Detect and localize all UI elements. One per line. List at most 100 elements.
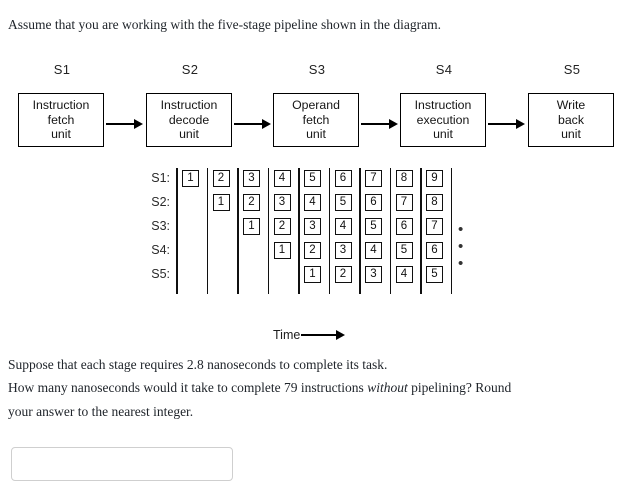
timing-cell: 5 bbox=[365, 218, 382, 235]
timing-column-divider bbox=[206, 168, 209, 294]
arrow-s3-to-s4-icon bbox=[361, 119, 401, 129]
timing-cell: 9 bbox=[426, 170, 443, 187]
stage-s5-line1: Write bbox=[556, 98, 586, 113]
timing-column-divider bbox=[389, 168, 392, 294]
timing-cell: 1 bbox=[304, 266, 321, 283]
time-arrow-shaft-icon bbox=[301, 334, 338, 336]
time-axis-label: Time bbox=[273, 328, 301, 342]
timing-cell: 4 bbox=[304, 194, 321, 211]
stage-s2-line1: Instruction bbox=[160, 98, 218, 113]
timing-row-label-s1: S1: bbox=[151, 171, 170, 185]
pipeline-stage-s3: S3 Operand fetch unit bbox=[273, 62, 401, 157]
stage-label-s1: S1 bbox=[53, 62, 71, 77]
timing-column-divider bbox=[176, 168, 178, 294]
timing-column-divider bbox=[237, 168, 239, 294]
timing-row-label-s2: S2: bbox=[151, 195, 170, 209]
time-arrow-head-icon bbox=[336, 330, 346, 340]
timing-cell: 2 bbox=[334, 266, 352, 283]
stage-s3-line3: unit bbox=[306, 127, 326, 142]
timing-cell: 6 bbox=[426, 242, 443, 259]
timing-cell: 4 bbox=[395, 266, 413, 283]
timing-cell: 2 bbox=[273, 218, 291, 235]
stage-box-s1: Instruction fetch unit bbox=[18, 93, 104, 147]
pipeline-stage-s5: S5 Write back unit bbox=[528, 62, 621, 157]
question-line-1: Suppose that each stage requires 2.8 nan… bbox=[8, 357, 388, 372]
timing-column-divider bbox=[359, 168, 361, 294]
timing-row-label-s3: S3: bbox=[151, 219, 170, 233]
timing-ellipsis: • • • bbox=[458, 221, 466, 272]
stage-label-s3: S3 bbox=[308, 62, 326, 77]
stage-label-s5: S5 bbox=[563, 62, 581, 77]
stage-box-s3: Operand fetch unit bbox=[273, 93, 359, 147]
timing-cell: 2 bbox=[212, 170, 230, 187]
timing-cell: 1 bbox=[212, 194, 230, 211]
timing-cell: 5 bbox=[426, 266, 443, 283]
stage-s4-line1: Instruction bbox=[414, 98, 472, 113]
stage-s5-line2: back bbox=[558, 112, 584, 127]
stage-s2-line3: unit bbox=[179, 127, 199, 142]
question-line-2: How many nanoseconds would it take to co… bbox=[8, 380, 511, 396]
timing-column-divider bbox=[450, 168, 453, 294]
timing-cell: 4 bbox=[273, 170, 291, 187]
stage-s3-line1: Operand bbox=[292, 98, 340, 113]
stage-box-s4: Instruction execution unit bbox=[400, 93, 486, 147]
timing-cell: 3 bbox=[273, 194, 291, 211]
stage-label-s4: S4 bbox=[435, 62, 453, 77]
question-line-3: your answer to the nearest integer. bbox=[8, 404, 194, 419]
stage-s5-line3: unit bbox=[561, 127, 581, 142]
stage-s1-line3: unit bbox=[51, 127, 71, 142]
pipeline-stage-diagram: S1 Instruction fetch unit S2 Instruction… bbox=[0, 62, 621, 157]
question-line-2-after: pipelining? Round bbox=[407, 380, 512, 395]
timing-cell: 6 bbox=[365, 194, 382, 211]
arrow-s1-to-s2-icon bbox=[106, 119, 146, 129]
timing-cell: 7 bbox=[365, 170, 382, 187]
timing-cell: 4 bbox=[365, 242, 382, 259]
timing-column-divider bbox=[328, 168, 331, 294]
stage-box-s5: Write back unit bbox=[528, 93, 614, 147]
timing-cell: 7 bbox=[426, 218, 443, 235]
timing-cell: 3 bbox=[304, 218, 321, 235]
stage-label-s2: S2 bbox=[181, 62, 199, 77]
time-axis: Time bbox=[273, 327, 346, 343]
stage-s2-line2: decode bbox=[168, 112, 210, 127]
question-line-2-before: How many nanoseconds would it take to co… bbox=[8, 380, 368, 395]
stage-s4-line3: unit bbox=[433, 127, 453, 142]
timing-cell: 3 bbox=[243, 170, 260, 187]
timing-row-label-s4: S4: bbox=[151, 243, 170, 257]
timing-column-divider bbox=[298, 168, 300, 294]
timing-column-divider bbox=[267, 168, 270, 294]
answer-input[interactable] bbox=[11, 447, 233, 481]
timing-cell: 7 bbox=[395, 194, 413, 211]
timing-cell: 3 bbox=[334, 242, 352, 259]
timing-cell: 8 bbox=[395, 170, 413, 187]
stage-s3-line2: fetch bbox=[302, 112, 330, 127]
stage-s1-line1: Instruction bbox=[32, 98, 90, 113]
timing-cell: 5 bbox=[304, 170, 321, 187]
timing-column-divider bbox=[420, 168, 422, 294]
timing-cell: 6 bbox=[334, 170, 352, 187]
pipeline-stage-s1: S1 Instruction fetch unit bbox=[18, 62, 146, 157]
timing-cell: 6 bbox=[395, 218, 413, 235]
question-line-2-italic: without bbox=[367, 380, 408, 395]
timing-cell: 3 bbox=[365, 266, 382, 283]
stage-s4-line2: execution bbox=[416, 112, 470, 127]
pipeline-stage-s4: S4 Instruction execution unit bbox=[400, 62, 528, 157]
intro-text: Assume that you are working with the fiv… bbox=[8, 17, 442, 32]
timing-cell: 2 bbox=[243, 194, 260, 211]
timing-row-label-s5: S5: bbox=[151, 267, 170, 281]
stage-s1-line2: fetch bbox=[47, 112, 75, 127]
arrow-s4-to-s5-icon bbox=[488, 119, 528, 129]
timing-cell: 1 bbox=[273, 242, 291, 259]
timing-cell: 1 bbox=[182, 170, 199, 187]
timing-cell: 5 bbox=[334, 194, 352, 211]
timing-cell: 4 bbox=[334, 218, 352, 235]
timing-cell: 1 bbox=[243, 218, 260, 235]
stage-box-s2: Instruction decode unit bbox=[146, 93, 232, 147]
timing-cell: 2 bbox=[304, 242, 321, 259]
pipeline-stage-s2: S2 Instruction decode unit bbox=[146, 62, 274, 157]
timing-cell: 8 bbox=[426, 194, 443, 211]
arrow-s2-to-s3-icon bbox=[234, 119, 274, 129]
timing-cell: 5 bbox=[395, 242, 413, 259]
